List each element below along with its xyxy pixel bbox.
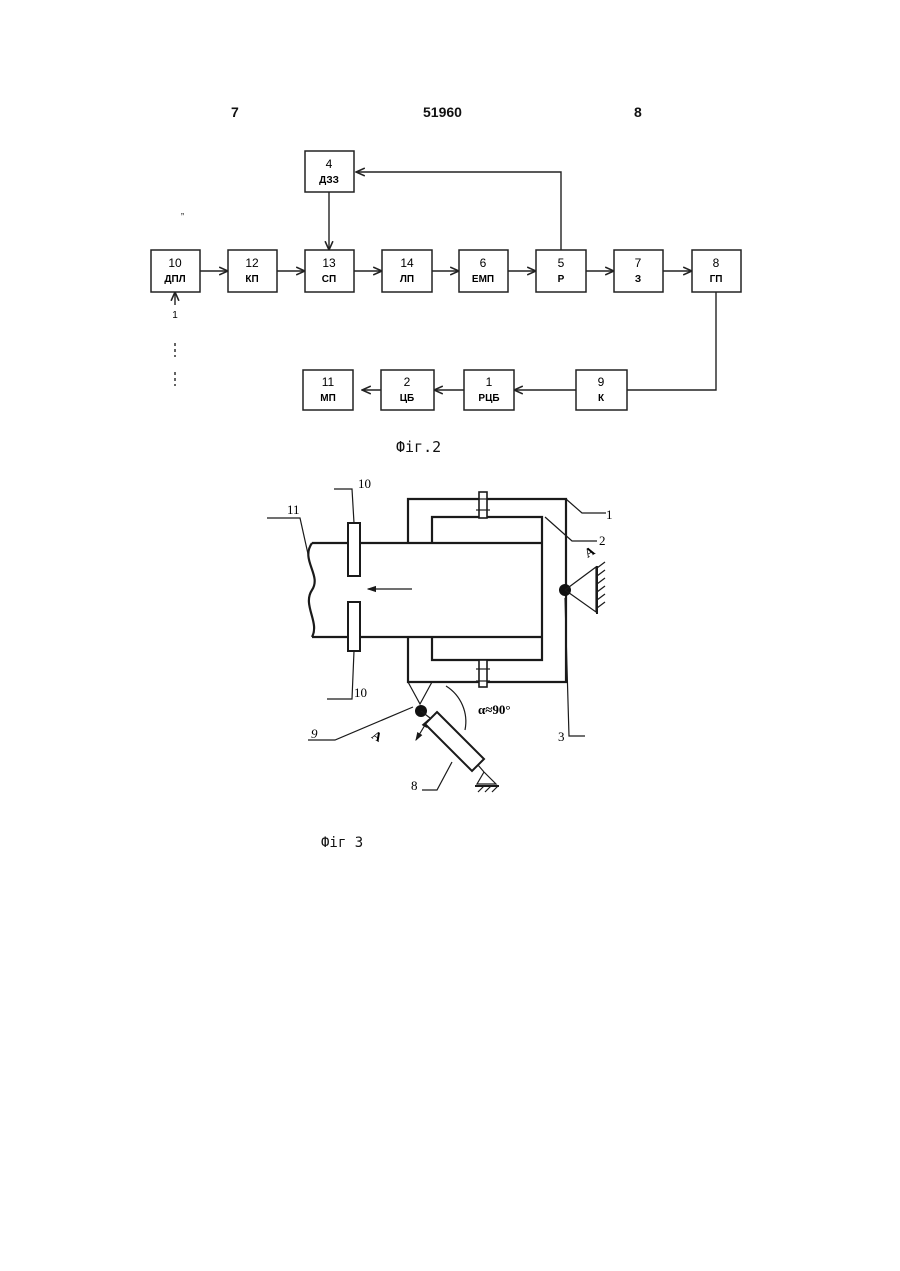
leader-lines — [267, 489, 606, 790]
flanges-10 — [348, 523, 360, 651]
pipe-11 — [308, 543, 542, 637]
label-11: 11 — [287, 502, 300, 517]
label-8: 8 — [411, 778, 418, 793]
label-a-right: А — [582, 543, 598, 561]
actuator-8 — [421, 711, 499, 792]
label-a-left: А — [369, 727, 385, 745]
bolt-top — [476, 492, 490, 518]
label-10-bottom: 10 — [354, 685, 367, 700]
label-10-top: 10 — [358, 476, 371, 491]
fig3-mechanism-drawing: 11 10 10 1 2 3 9 8 А А α≈90° — [0, 0, 900, 820]
label-9: 9 — [311, 726, 318, 741]
body-2 — [432, 517, 542, 660]
label-1: 1 — [606, 507, 613, 522]
fig3-caption: Фiг 3 — [321, 835, 363, 851]
label-2: 2 — [599, 533, 606, 548]
label-3: 3 — [558, 729, 565, 744]
label-angle: α≈90° — [478, 702, 511, 717]
